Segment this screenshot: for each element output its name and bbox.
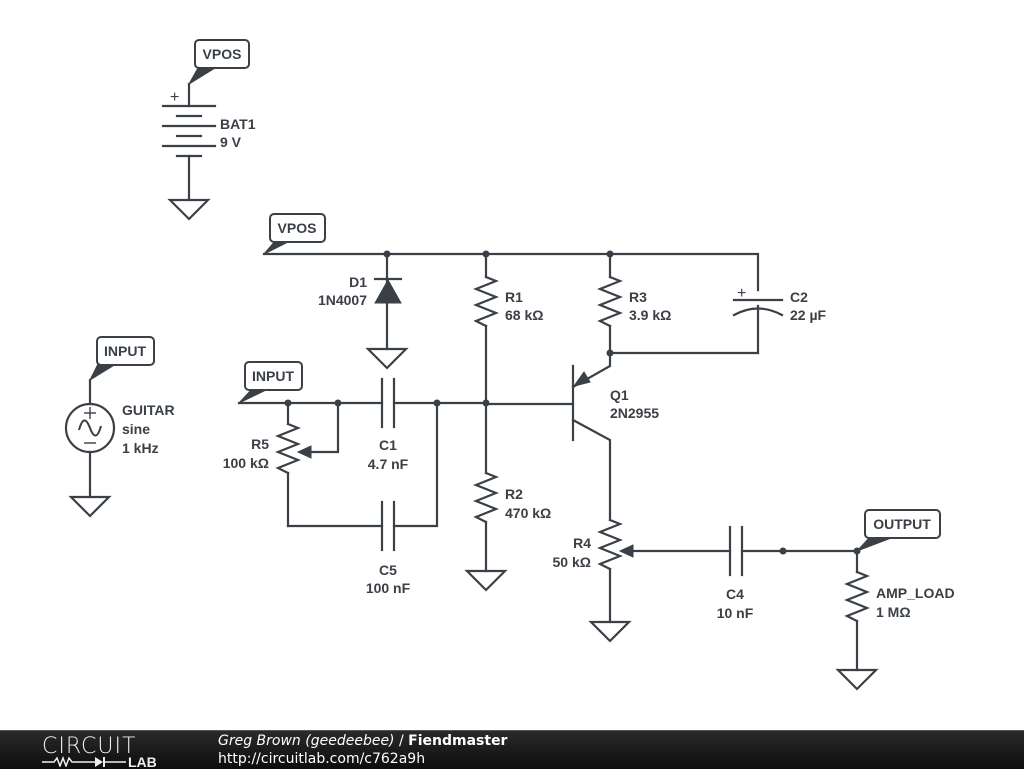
footer-bar: CIRCUIT LAB Greg Brown (geedeebee) / Fie… (0, 730, 1024, 769)
logo-circuit-text: CIRCUIT (42, 734, 136, 759)
svg-text:VPOS: VPOS (278, 220, 317, 236)
r5-value: 100 kΩ (223, 455, 269, 471)
net-label-input-source[interactable]: INPUT (88, 336, 155, 382)
ground-icon (365, 347, 409, 370)
credit-separator: / (394, 733, 409, 749)
c4-name: C4 (726, 586, 744, 602)
circuit-title[interactable]: Fiendmaster (408, 733, 508, 749)
resistor-amp-load[interactable]: AMP_LOAD 1 MΩ (844, 549, 955, 672)
c5-value: 100 nF (366, 580, 411, 596)
c1-value: 4.7 nF (368, 456, 409, 472)
battery-bat1[interactable]: + BAT1 9 V (161, 82, 256, 202)
c2-name: C2 (790, 289, 808, 305)
amp-load-value: 1 MΩ (876, 604, 911, 620)
net-label-input[interactable]: INPUT (238, 361, 303, 404)
capacitor-c4[interactable]: C4 10 nF (717, 525, 861, 621)
r2-value: 470 kΩ (505, 505, 551, 521)
bat1-name: BAT1 (220, 116, 256, 132)
net-label-output[interactable]: OUTPUT (856, 509, 941, 552)
resistor-r2[interactable]: R2 470 kΩ (473, 401, 551, 573)
net-label-vpos-battery[interactable]: VPOS (187, 39, 250, 86)
r1-name: R1 (505, 289, 523, 305)
capacitor-c1[interactable]: C1 4.7 nF (368, 377, 409, 472)
c2-value: 22 µF (790, 307, 827, 323)
c5-name: C5 (379, 562, 397, 578)
r4-value: 50 kΩ (553, 554, 591, 570)
r4-name: R4 (573, 535, 591, 551)
c2-plus-sign: + (737, 285, 746, 302)
c4-value: 10 nF (717, 605, 754, 621)
svg-text:INPUT: INPUT (252, 368, 294, 384)
guitar-type: sine (122, 421, 150, 437)
resistor-diode-icon (42, 755, 126, 767)
ground-icon (464, 569, 508, 592)
ground-icon (588, 620, 632, 643)
diode-d1[interactable]: D1 1N4007 (318, 252, 403, 351)
schematic-canvas: + BAT1 9 V VPOS VPOS D1 1N4007 R1 (64, 39, 955, 691)
author-name[interactable]: Greg Brown (geedeebee) (218, 733, 395, 749)
svg-text:OUTPUT: OUTPUT (873, 516, 931, 532)
circuit-url[interactable]: http://circuitlab.com/c762a9h (218, 751, 426, 767)
bat1-value: 9 V (220, 134, 242, 150)
transistor-q1[interactable]: Q1 2N2955 (484, 351, 659, 522)
ground-icon (68, 495, 112, 518)
credit-line: Greg Brown (geedeebee) / Fiendmaster (218, 732, 507, 750)
d1-name: D1 (349, 274, 367, 290)
d1-value: 1N4007 (318, 292, 367, 308)
potentiometer-r4[interactable]: R4 50 kΩ (553, 518, 732, 624)
logo-lab-text: LAB (128, 754, 157, 767)
capacitor-c5[interactable]: C5 100 nF (286, 401, 439, 596)
capacitor-c2[interactable]: + C2 22 µF (606, 285, 827, 357)
q1-name: Q1 (610, 387, 629, 403)
guitar-name: GUITAR (122, 402, 175, 418)
r3-value: 3.9 kΩ (629, 307, 671, 323)
circuit-credit: Greg Brown (geedeebee) / Fiendmaster htt… (218, 732, 507, 768)
resistor-r1[interactable]: R1 68 kΩ (473, 252, 543, 406)
circuitlab-logo[interactable]: CIRCUIT LAB (40, 733, 180, 767)
guitar-value: 1 kHz (122, 440, 159, 456)
r2-name: R2 (505, 486, 523, 502)
r1-value: 68 kΩ (505, 307, 543, 323)
r5-name: R5 (251, 436, 269, 452)
potentiometer-r5[interactable]: R5 100 kΩ (223, 401, 340, 528)
net-label-vpos-rail[interactable]: VPOS (263, 213, 326, 255)
battery-plus-sign: + (170, 89, 179, 106)
q1-value: 2N2955 (610, 405, 659, 421)
amp-load-name: AMP_LOAD (876, 585, 955, 601)
ground-icon (835, 668, 879, 691)
resistor-r3[interactable]: R3 3.9 kΩ (597, 252, 671, 355)
voltage-source-guitar[interactable]: GUITAR sine 1 kHz (64, 378, 175, 499)
ground-icon (167, 198, 211, 221)
svg-text:INPUT: INPUT (104, 343, 146, 359)
input-wire (237, 399, 490, 407)
vpos-rail-wire (262, 250, 760, 292)
r3-name: R3 (629, 289, 647, 305)
c1-name: C1 (379, 437, 397, 453)
svg-text:VPOS: VPOS (203, 46, 242, 62)
